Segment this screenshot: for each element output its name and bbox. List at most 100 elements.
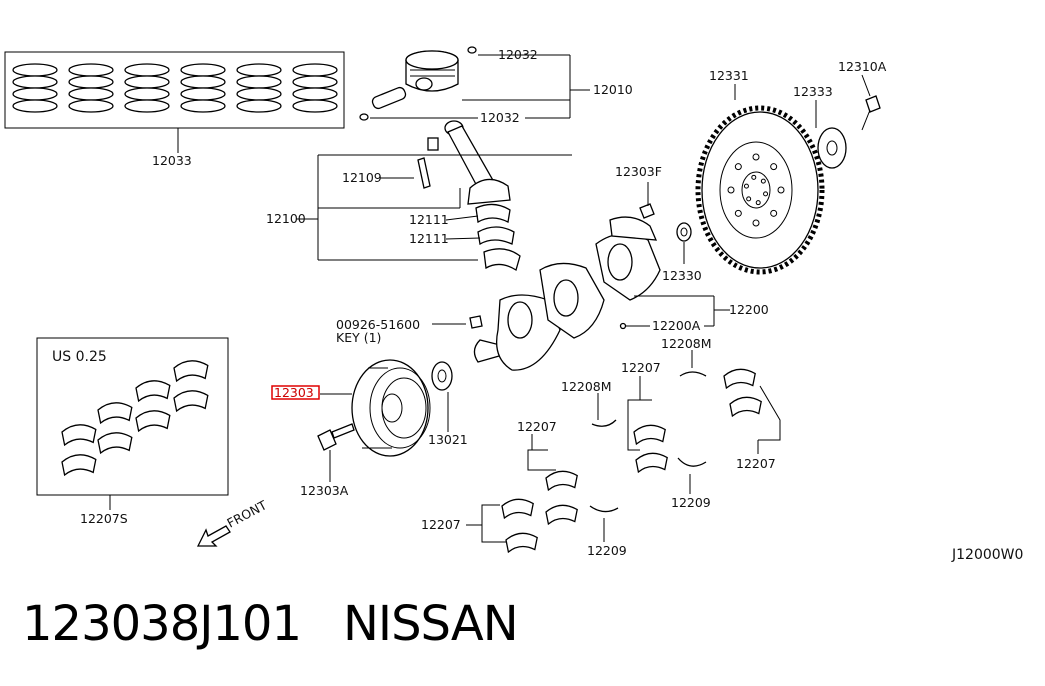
label-crankshaft[interactable]: 12200A [652,318,701,333]
label-pilot-bushing[interactable]: 12330 [662,268,702,283]
piston-ring [12,63,58,77]
part-number: 123038J101 [22,596,302,652]
bolt-hole [734,163,742,171]
center-hole [755,200,761,206]
crank-pulley: 12303 13021 12303A [271,359,468,498]
bolt-hole [777,186,785,194]
piston-ring [124,63,170,77]
undersize-bearing-set: US 0.25 12207S [36,337,229,526]
label-thrust-washer-mid[interactable]: 12208M [561,379,612,394]
bearing-shell [173,390,209,413]
bolt-hole [734,209,742,217]
piston-ring [180,87,226,101]
highlight-box [271,385,320,400]
front-arrow: FRONT [196,497,269,547]
label-sprocket[interactable]: 13021 [428,432,468,447]
label-front: FRONT [224,497,269,530]
label-piston-pin-clip-bottom[interactable]: 12032 [480,110,520,125]
label-undersize-set[interactable]: 12207S [80,511,128,526]
piston-ring [292,87,338,101]
connecting-rod: 12109 12100 12111 12111 [266,120,572,272]
bearing-shell [635,452,668,474]
part-title: 123038J101 NISSAN [22,596,560,652]
bearing-shell [633,424,666,446]
piston-ring [12,87,58,101]
label-pilot-bolt[interactable]: 12303F [615,164,662,179]
bearing-shell [61,424,97,447]
label-main-bearing-mid[interactable]: 12207 [517,419,557,434]
label-main-bearing-right[interactable]: 12207 [621,360,661,375]
bearing-shell [135,380,171,403]
label-pulley-bolt[interactable]: 12303A [300,483,349,498]
piston-ring [292,63,338,77]
piston-ring [124,75,170,89]
label-main-bearing-left[interactable]: 12207 [421,517,461,532]
center-hole [751,174,757,180]
label-crankshaft-assy[interactable]: 12200 [729,302,769,317]
bearing-shell [61,454,97,477]
bearing-shell [723,368,756,390]
piston-ring [236,63,282,77]
bearing-shell [545,470,578,492]
piston-ring [292,99,338,113]
bearing-shell [729,396,762,418]
label-crank-pulley-highlighted[interactable]: 12303 [274,385,314,400]
bearing-shell [501,498,534,520]
label-thrust-lower-right[interactable]: 12209 [671,495,711,510]
label-rod-bearing-1[interactable]: 12111 [409,212,449,227]
label-thrust-lower-mid[interactable]: 12209 [587,543,627,558]
bearing-shell [135,410,171,433]
piston-ring [236,87,282,101]
piston-ring [12,75,58,89]
piston-ring [180,99,226,113]
bolt-hole [770,209,778,217]
piston-assembly: 12032 12010 12032 [359,46,633,125]
piston-ring [180,75,226,89]
label-flywheel[interactable]: 12331 [709,68,749,83]
label-rod-bearing-2[interactable]: 12111 [409,231,449,246]
piston-ring [124,87,170,101]
crankshaft: 12303F 12330 12200 12200A 00926-51600 KE… [336,164,769,371]
label-flywheel-bolt[interactable]: 12310A [838,59,887,74]
label-thrust-washer-top[interactable]: 12208M [661,336,712,351]
bearing-shell [545,504,578,526]
label-key-part[interactable]: 00926-51600 [336,317,420,332]
label-key-desc[interactable]: KEY (1) [336,330,381,345]
bearing-shell [97,432,133,455]
diagram-code: J12000W0 [951,547,1023,563]
label-piston-assy[interactable]: 12010 [593,82,633,97]
flywheel: 12331 12310A 12333 [695,59,887,275]
piston-ring [68,99,114,113]
label-main-bearing-right-lower[interactable]: 12207 [736,456,776,471]
piston-ring [68,75,114,89]
piston-ring [292,75,338,89]
piston-ring [236,99,282,113]
piston-ring-set: 12033 [4,51,345,168]
bearing-shell [97,402,133,425]
center-hole [763,191,769,197]
piston-ring [12,99,58,113]
piston-ring [180,63,226,77]
piston-ring [68,63,114,77]
center-hole [743,183,749,189]
brand-name: NISSAN [343,596,519,652]
label-ring-set[interactable]: 12033 [152,153,192,168]
piston-ring [68,87,114,101]
piston-ring [236,75,282,89]
label-undersize: US 0.25 [52,349,107,365]
bearing-shell [173,360,209,383]
bearing-shell [505,532,538,554]
label-conrod-assy[interactable]: 12100 [266,211,306,226]
bolt-hole [752,153,760,161]
main-bearings: 12208M 12208M 12207 12207 12207 12207 12… [421,336,781,558]
piston-ring [124,99,170,113]
label-piston-pin-clip-top[interactable]: 12032 [498,47,538,62]
center-hole [760,178,766,184]
label-rod-bolt[interactable]: 12109 [342,170,382,185]
bolt-hole [727,186,735,194]
bolt-hole [752,219,760,227]
label-reinforce-plate[interactable]: 12333 [793,84,833,99]
bolt-hole [770,163,778,171]
center-hole [746,196,752,202]
